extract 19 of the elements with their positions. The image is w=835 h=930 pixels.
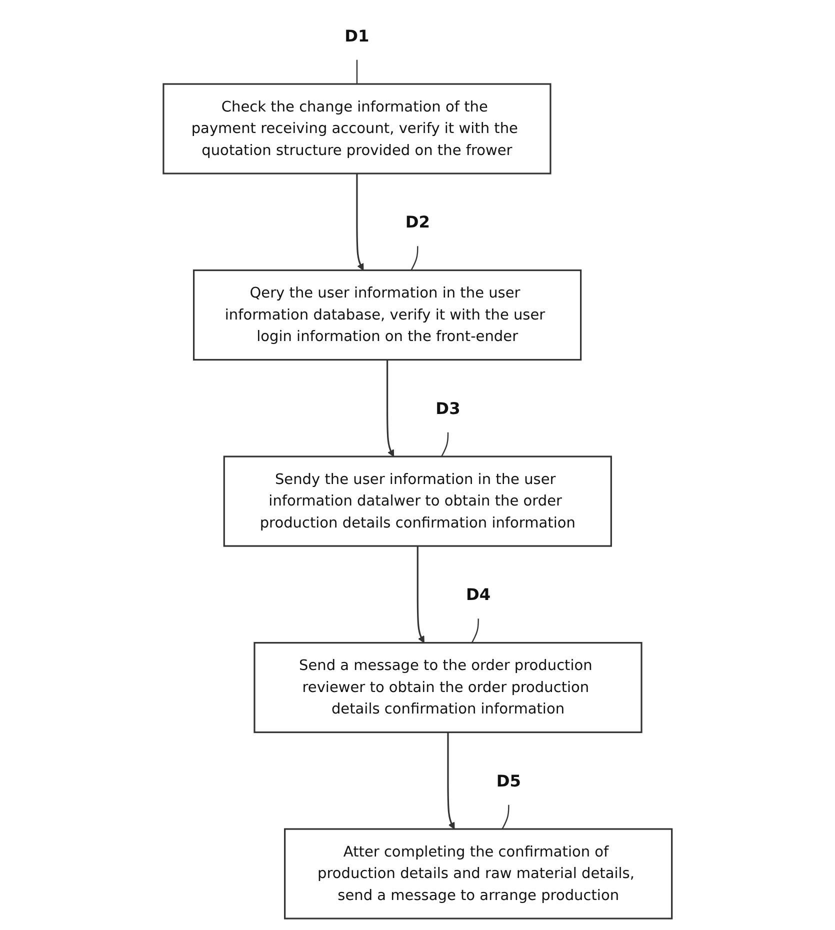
arrow bbox=[416, 546, 424, 644]
node-box: Qery the user information in the user information database, verify it with the user login information on the front-ender bbox=[192, 269, 582, 361]
node-text: D5 bbox=[496, 770, 521, 790]
connector bbox=[410, 246, 418, 271]
node-box: Check the change information of the payment receiving account, verify it with the quotation structure provided on the frower bbox=[162, 83, 552, 174]
arrow bbox=[356, 174, 364, 271]
node-text: D3 bbox=[436, 398, 460, 418]
node-text: D2 bbox=[405, 212, 430, 232]
node-text: D4 bbox=[466, 584, 490, 604]
connector bbox=[471, 618, 479, 644]
connector bbox=[440, 432, 448, 457]
connector bbox=[356, 60, 358, 84]
arrow bbox=[386, 360, 394, 457]
node-box: Atter completing the confirmation of production details and raw material details, send a message to arrange production bbox=[284, 828, 672, 920]
node-box: Send a message to the order production reviewer to obtain the order production details confirmation information bbox=[254, 642, 642, 734]
connector bbox=[502, 804, 510, 830]
node-text: D1 bbox=[344, 26, 370, 46]
arrow bbox=[447, 732, 455, 830]
node-box: Sendy the user information in the user information datalwer to obtain the order production details confirmation information bbox=[223, 456, 612, 547]
